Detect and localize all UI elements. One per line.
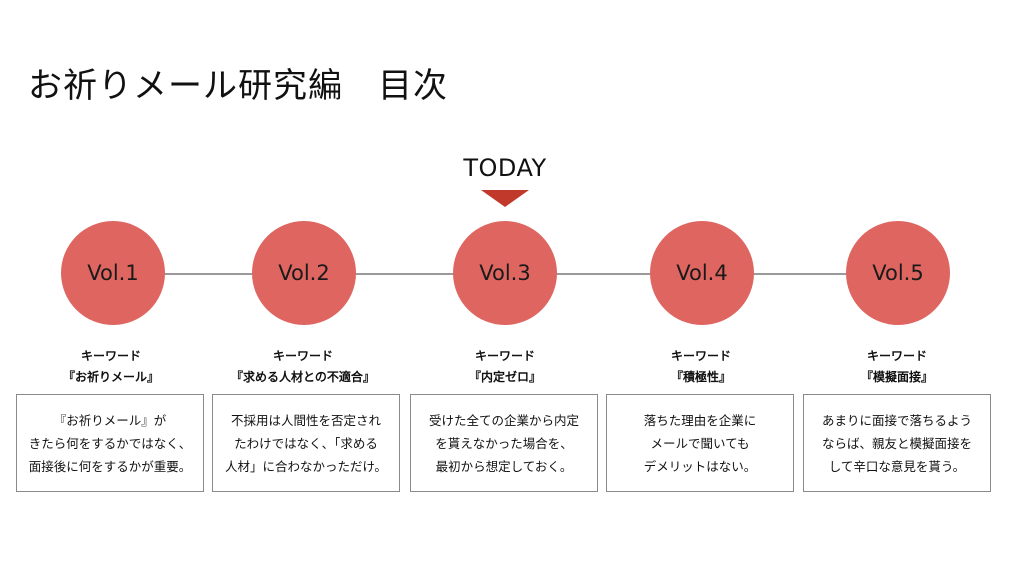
description-line: して辛口な意見を貰う。 bbox=[828, 458, 966, 474]
keyword-text: 『求める人材との不適合』 bbox=[231, 370, 375, 384]
keyword-heading: キーワード bbox=[670, 349, 731, 363]
description-line: 『お祈りメール』が bbox=[53, 412, 167, 428]
vol-1-circle[interactable]: Vol.1 bbox=[61, 221, 165, 325]
vol-4-keyword: キーワード 『積極性』 bbox=[606, 346, 796, 388]
vol-4-description-box: 落ちた理由を企業に メールで聞いても デメリットはない。 bbox=[606, 394, 794, 492]
description-line: あまりに面接で落ちるよう bbox=[821, 412, 972, 428]
vol-2-circle[interactable]: Vol.2 bbox=[252, 221, 356, 325]
keyword-text: 『内定ゼロ』 bbox=[468, 370, 541, 384]
vol-4-circle[interactable]: Vol.4 bbox=[650, 221, 754, 325]
description-line: を貰えなかった場合を、 bbox=[435, 435, 573, 451]
description-line: 落ちた理由を企業に bbox=[643, 412, 757, 428]
vol-2-label: Vol.2 bbox=[278, 261, 330, 285]
keyword-heading: キーワード bbox=[272, 349, 333, 363]
description-line: 最初から想定しておく。 bbox=[435, 458, 573, 474]
description-line: デメリットはない。 bbox=[643, 458, 757, 474]
keyword-text: 『お祈りメール』 bbox=[62, 370, 159, 384]
description-line: 面接後に何をするかが重要。 bbox=[28, 458, 192, 474]
description-line: たわけではなく、「求める bbox=[234, 435, 378, 451]
keyword-heading: キーワード bbox=[866, 349, 927, 363]
description-line: ならば、親友と模擬面接を bbox=[821, 435, 972, 451]
keyword-text: 『積極性』 bbox=[670, 370, 731, 384]
description-line: 受けた全ての企業から内定 bbox=[428, 412, 579, 428]
keyword-text: 『模擬面接』 bbox=[860, 370, 933, 384]
vol-1-keyword: キーワード 『お祈りメール』 bbox=[16, 346, 206, 388]
vol-1-description-box: 『お祈りメール』が きたら何をするかではなく、 面接後に何をするかが重要。 bbox=[16, 394, 204, 492]
today-label: TODAY bbox=[463, 154, 547, 182]
description-line: メールで聞いても bbox=[650, 435, 750, 451]
vol-5-label: Vol.5 bbox=[872, 261, 924, 285]
vol-1-label: Vol.1 bbox=[87, 261, 139, 285]
vol-3-label: Vol.3 bbox=[479, 261, 531, 285]
vol-3-description-box: 受けた全ての企業から内定 を貰えなかった場合を、 最初から想定しておく。 bbox=[410, 394, 598, 492]
description-line: 不採用は人間性を否定され bbox=[230, 412, 381, 428]
keyword-heading: キーワード bbox=[80, 349, 141, 363]
vol-5-circle[interactable]: Vol.5 bbox=[846, 221, 950, 325]
vol-3-keyword: キーワード 『内定ゼロ』 bbox=[410, 346, 600, 388]
vol-2-description-box: 不採用は人間性を否定され たわけではなく、「求める 人材」に合わなかっただけ。 bbox=[212, 394, 400, 492]
description-line: きたら何をするかではなく、 bbox=[28, 435, 192, 451]
page-title: お祈りメール研究編 目次 bbox=[28, 66, 448, 106]
vol-5-description-box: あまりに面接で落ちるよう ならば、親友と模擬面接を して辛口な意見を貰う。 bbox=[803, 394, 991, 492]
vol-4-label: Vol.4 bbox=[676, 261, 728, 285]
today-arrow-icon bbox=[481, 190, 529, 207]
vol-3-circle[interactable]: Vol.3 bbox=[453, 221, 557, 325]
keyword-heading: キーワード bbox=[474, 349, 535, 363]
vol-5-keyword: キーワード 『模擬面接』 bbox=[802, 346, 992, 388]
description-line: 人材」に合わなかっただけ。 bbox=[225, 458, 387, 474]
vol-2-keyword: キーワード 『求める人材との不適合』 bbox=[208, 346, 398, 388]
